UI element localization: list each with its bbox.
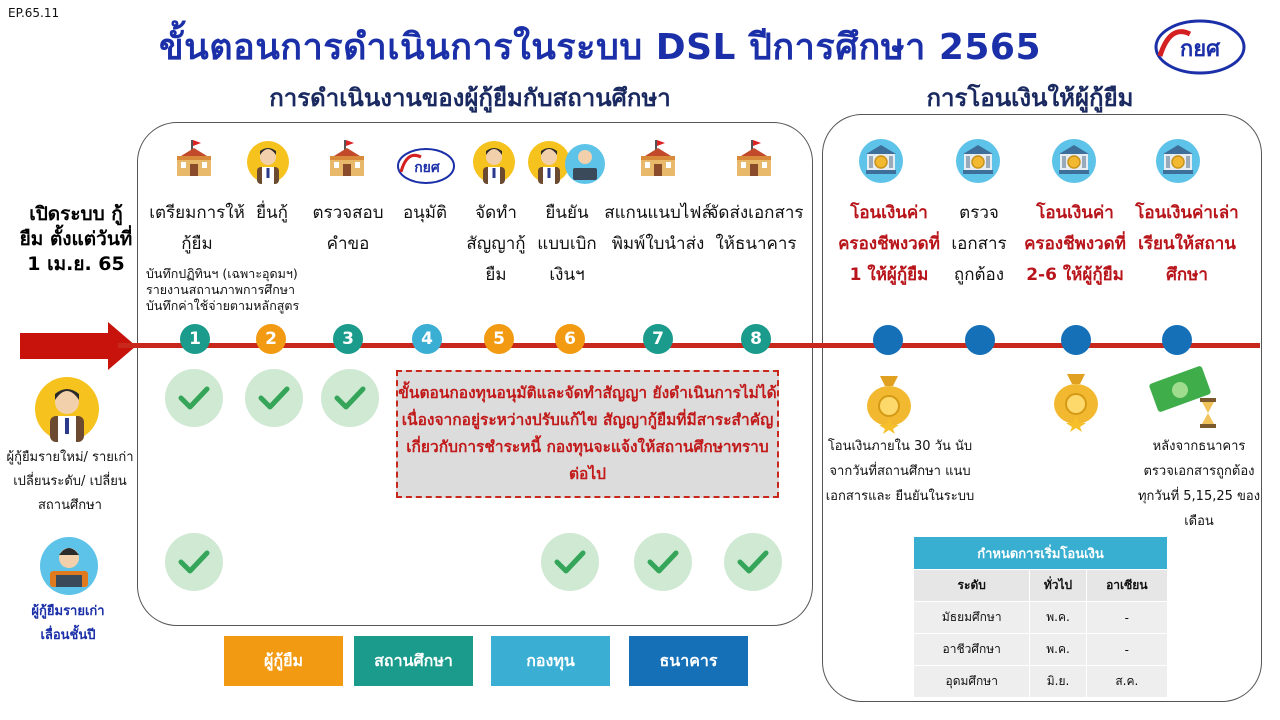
- check-icon: [724, 533, 782, 591]
- page-title: ขั้นตอนการดำเนินการในระบบ DSL ปีการศึกษา…: [158, 27, 1042, 68]
- table-cell: -: [1085, 633, 1169, 666]
- step-number-5: 5: [484, 324, 514, 354]
- old-borrower-label: ผู้กู้ยืมรายเก่า เลื่อนชั้นปี: [31, 604, 105, 643]
- step1-note: รายงานสถานภาพการศึกษา: [146, 282, 296, 297]
- start-arrow-body: [20, 333, 110, 359]
- table-row: อุดมศึกษา มิ.ย. ส.ค.: [912, 665, 1169, 698]
- check-icon: [321, 369, 379, 427]
- table-cell: อุดมศึกษา: [912, 665, 1031, 698]
- payment-label-2: ตรวจเอกสารถูกต้อง: [951, 203, 1007, 285]
- bank-coin-icon: [858, 138, 904, 188]
- fund-logo-icon: กยศ: [1150, 16, 1250, 78]
- student-icon: [472, 140, 516, 188]
- step-label-4: อนุมัติ: [402, 203, 448, 223]
- step-number-7: 7: [643, 324, 673, 354]
- step-label-5: จัดทำสัญญากู้ยืม: [466, 203, 526, 285]
- step-label-8: จัดส่งเอกสารให้ธนาคาร: [708, 203, 804, 254]
- money-hourglass-icon: [1148, 360, 1228, 436]
- table-cell: มิ.ย.: [1029, 665, 1087, 698]
- check-icon: [245, 369, 303, 427]
- step-number-2: 2: [256, 324, 286, 354]
- step-label-3: ตรวจสอบคำขอ: [312, 203, 384, 254]
- step-label-7: สแกนแนบไฟล์ พิมพ์ใบนำส่ง: [604, 203, 712, 254]
- step-label-6: ยืนยันแบบเบิกเงินฯ: [537, 203, 597, 285]
- bank-coin-icon: [955, 138, 1001, 188]
- episode-code: EP.65.11: [8, 6, 60, 20]
- legend-school: สถานศึกษา: [354, 636, 473, 686]
- open-system-text: เปิดระบบ กู้ยืม ตั้งแต่วันที่ 1 เม.ย. 65: [19, 203, 133, 275]
- step-label-2: ยื่นกู้: [256, 203, 288, 223]
- svg-text:กยศ: กยศ: [1180, 37, 1221, 62]
- notice-box: ขั้นตอนกองทุนอนุมัติและจัดทำสัญญา ยังดำเ…: [396, 370, 779, 498]
- step-number-4: 4: [412, 324, 442, 354]
- table-header: ทั่วไป: [1029, 569, 1087, 602]
- step-number-1: 1: [180, 324, 210, 354]
- table-title: กำหนดการเริ่มโอนเงิน: [913, 536, 1168, 570]
- new-borrower-avatar-icon: [34, 376, 100, 446]
- payment-label-4: โอนเงินค่าเล่าเรียนให้สถานศึกษา: [1135, 203, 1239, 285]
- payment-dot: [965, 325, 995, 355]
- payment-dot: [1061, 325, 1091, 355]
- transfer-schedule-table: กำหนดการเริ่มโอนเงิน ระดับ ทั่วไป อาเซีย…: [912, 536, 1169, 698]
- notice-text: ขั้นตอนกองทุนอนุมัติและจัดทำสัญญา ยังดำเ…: [398, 384, 777, 483]
- school-icon: [733, 138, 775, 184]
- fund-logo-icon: กยศ: [395, 146, 457, 190]
- step-number-8: 8: [741, 324, 771, 354]
- section-title-transfer: การโอนเงินให้ผู้กู้ยืม: [926, 84, 1134, 112]
- check-icon: [541, 533, 599, 591]
- section-title-operations: การดำเนินงานของผู้กู้ยืมกับสถานศึกษา: [269, 84, 671, 112]
- student-computer-icon: [527, 140, 605, 190]
- step1-note: บันทึกปฏิทินฯ (เฉพาะอุดมฯ): [146, 266, 298, 281]
- old-borrower-avatar-icon: [36, 537, 102, 599]
- svg-text:กยศ: กยศ: [414, 160, 441, 176]
- step-label-1: เตรียมการให้กู้ยืม: [149, 203, 245, 254]
- table-header: อาเซียน: [1085, 569, 1169, 602]
- step-number-6: 6: [555, 324, 585, 354]
- table-cell: มัธยมศึกษา: [912, 601, 1031, 634]
- legend-borrower: ผู้กู้ยืม: [224, 636, 343, 686]
- table-cell: -: [1085, 601, 1169, 634]
- legend-fund: กองทุน: [491, 636, 610, 686]
- timeline-line: [118, 343, 1260, 348]
- new-borrower-label: ผู้กู้ยืมรายใหม่/ รายเก่าเปลี่ยนระดับ/ เ…: [6, 450, 134, 513]
- payment-label-1: โอนเงินค่าครองชีพงวดที่ 1 ให้ผู้กู้ยืม: [838, 203, 940, 285]
- bank-coin-icon: [1155, 138, 1201, 188]
- payment-label-3: โอนเงินค่าครองชีพงวดที่ 2-6 ให้ผู้กู้ยืม: [1024, 203, 1126, 285]
- table-cell: อาชีวศึกษา: [912, 633, 1031, 666]
- legend-bank: ธนาคาร: [629, 636, 748, 686]
- payment-dot: [873, 325, 903, 355]
- check-icon: [165, 369, 223, 427]
- check-icon: [634, 533, 692, 591]
- table-row: มัธยมศึกษา พ.ค. -: [912, 601, 1169, 634]
- bank-coin-icon: [1051, 138, 1097, 188]
- table-cell: พ.ค.: [1029, 601, 1087, 634]
- school-icon: [326, 138, 368, 184]
- table-cell: ส.ค.: [1085, 665, 1169, 698]
- money-bag-icon: [1049, 366, 1103, 436]
- step-number-3: 3: [333, 324, 363, 354]
- school-icon: [173, 138, 215, 184]
- check-icon: [165, 533, 223, 591]
- payment-dot: [1162, 325, 1192, 355]
- school-icon: [637, 138, 679, 184]
- table-row: อาชีวศึกษา พ.ค. -: [912, 633, 1169, 666]
- money-bag-icon: [862, 368, 916, 438]
- payment-note-1: โอนเงินภายใน 30 วัน นับจากวันที่สถานศึกษ…: [825, 439, 975, 504]
- step1-notes: บันทึกปฏิทินฯ (เฉพาะอุดมฯ) รายงานสถานภาพ…: [146, 266, 346, 314]
- step1-note: บันทึกค่าใช้จ่ายตามหลักสูตร: [146, 298, 300, 313]
- table-cell: พ.ค.: [1029, 633, 1087, 666]
- payment-note-2: หลังจากธนาคาร ตรวจเอกสารถูกต้อง ทุกวันที…: [1137, 439, 1261, 529]
- student-icon: [246, 140, 290, 188]
- table-header: ระดับ: [912, 569, 1031, 602]
